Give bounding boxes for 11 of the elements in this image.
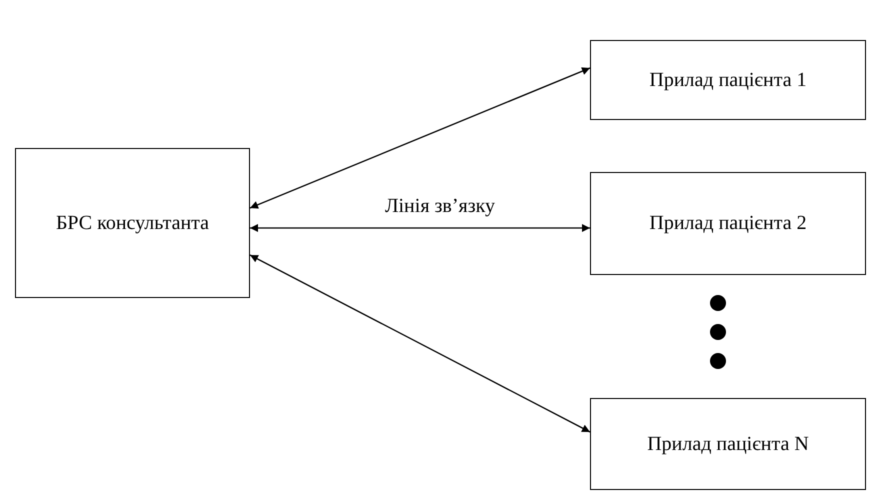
box-label: Прилад пацієнта 1 (649, 68, 807, 92)
double-arrow (250, 254, 590, 433)
double-arrow (250, 224, 590, 232)
double-arrow (250, 67, 590, 209)
device-box (590, 398, 866, 490)
box-label: Прилад пацієнта 2 (649, 211, 807, 236)
box-label: БРС консультанта (56, 210, 210, 236)
device-box (590, 40, 866, 120)
box-label: Прилад пацієнта N (647, 432, 809, 456)
device-box (590, 172, 866, 275)
device-box (15, 148, 250, 298)
